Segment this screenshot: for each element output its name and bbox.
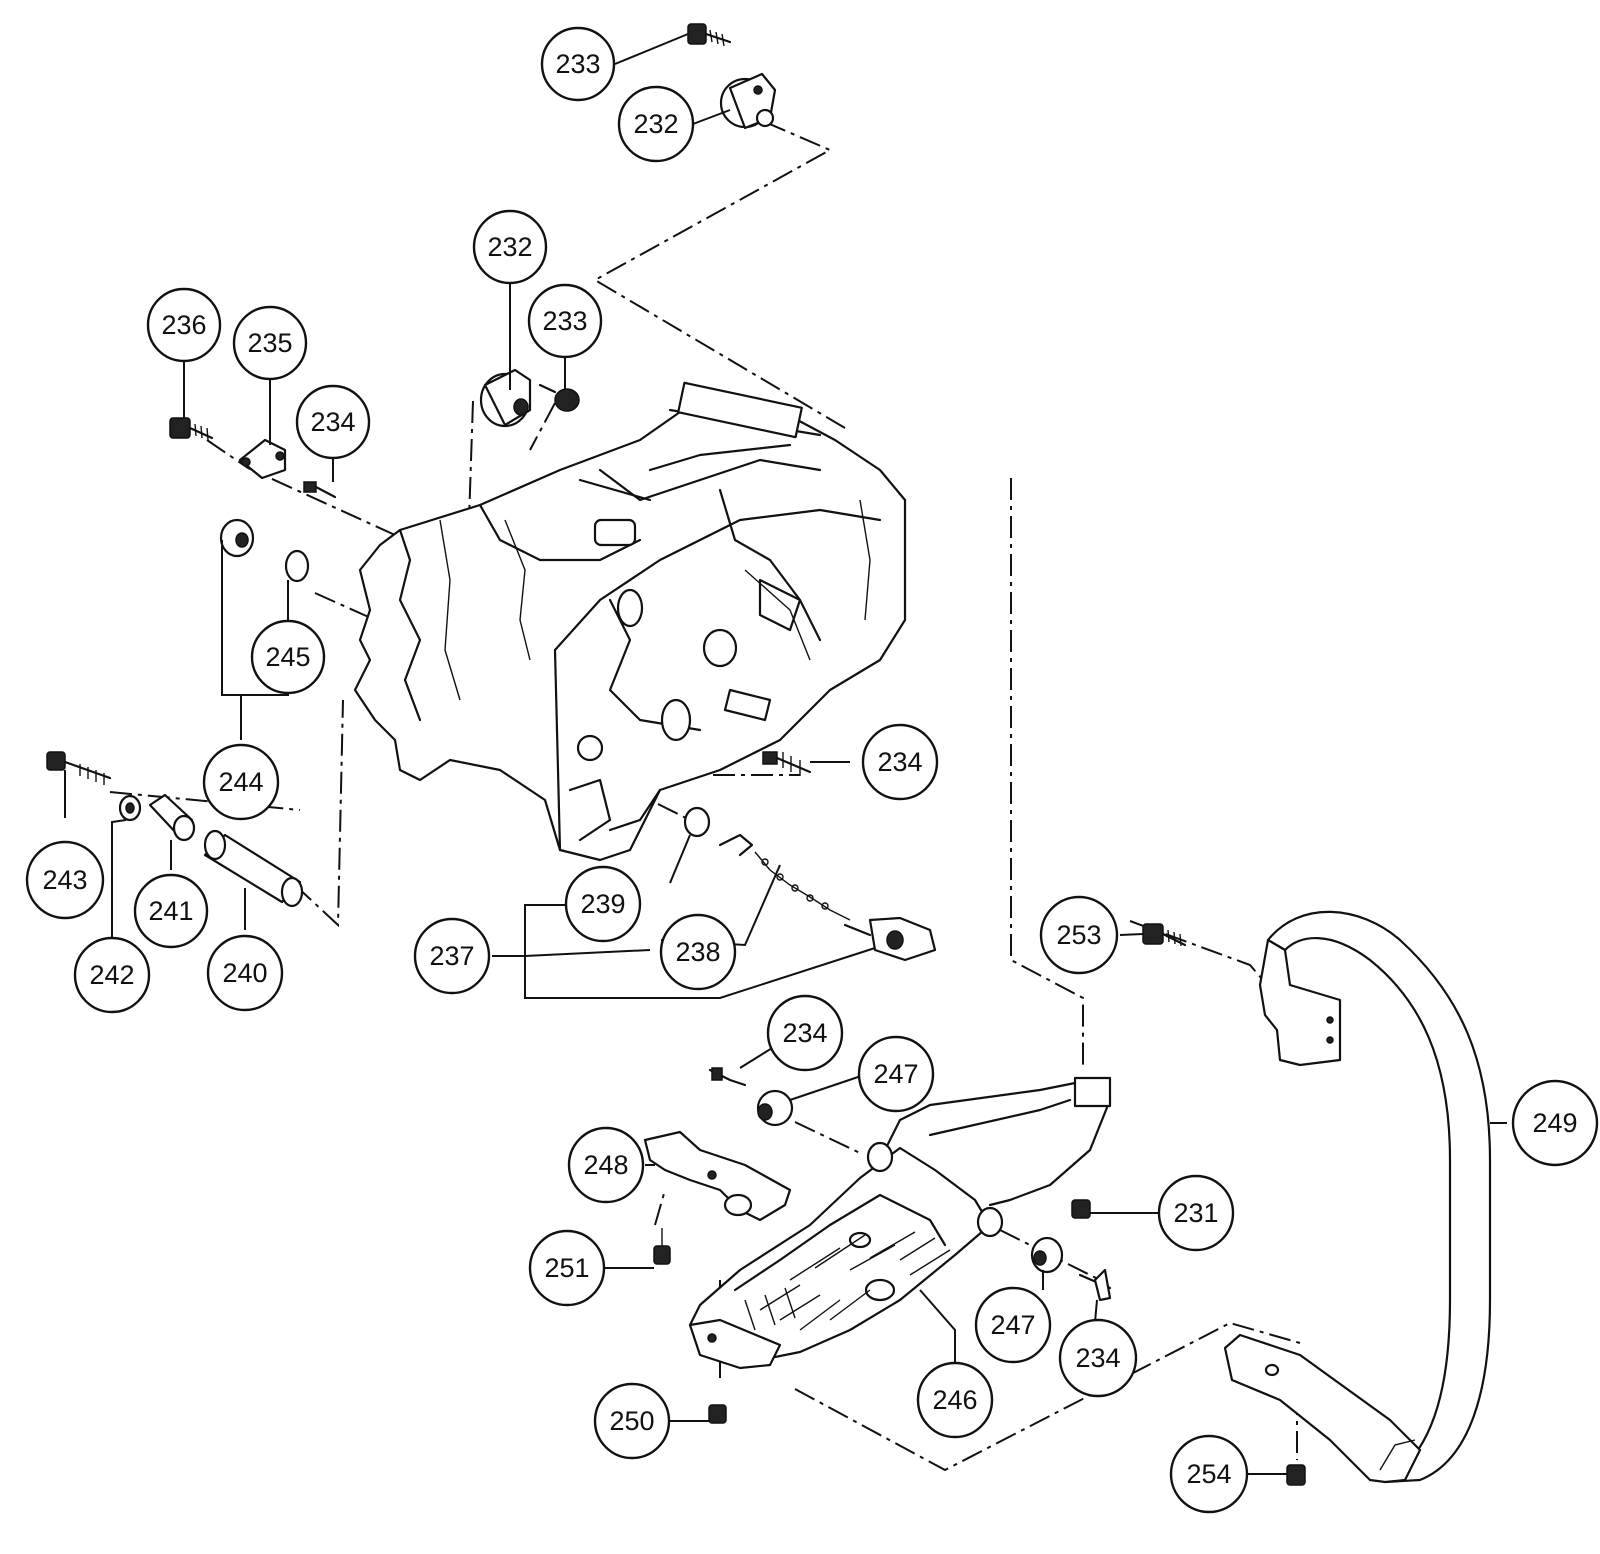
oil-pickup-237 bbox=[843, 916, 937, 962]
svg-text:245: 245 bbox=[265, 642, 310, 672]
top-screw-233 bbox=[687, 23, 732, 47]
callout-240: 240 bbox=[206, 934, 284, 1012]
pin-234-right bbox=[762, 751, 812, 776]
callout-251: 251 bbox=[528, 1229, 606, 1307]
svg-text:235: 235 bbox=[247, 328, 292, 358]
callout-241: 241 bbox=[133, 873, 209, 949]
handle-249 bbox=[1223, 910, 1492, 1484]
screw-236 bbox=[169, 417, 214, 441]
svg-text:241: 241 bbox=[148, 896, 193, 926]
mid-screw-233 bbox=[538, 383, 580, 412]
screw-254 bbox=[1286, 1464, 1306, 1486]
screw-231 bbox=[1071, 1199, 1091, 1219]
screw-250 bbox=[708, 1404, 727, 1424]
callout-234: 234 bbox=[1058, 1318, 1138, 1398]
svg-text:233: 233 bbox=[542, 306, 587, 336]
callout-239: 239 bbox=[564, 865, 642, 943]
tube-240 bbox=[203, 829, 304, 908]
callout-232: 232 bbox=[472, 209, 548, 285]
svg-text:243: 243 bbox=[42, 865, 87, 895]
svg-text:234: 234 bbox=[782, 1018, 827, 1048]
svg-text:231: 231 bbox=[1173, 1198, 1218, 1228]
callout-245: 245 bbox=[250, 619, 326, 695]
callout-243: 243 bbox=[25, 840, 105, 920]
svg-text:233: 233 bbox=[555, 49, 600, 79]
svg-text:247: 247 bbox=[990, 1310, 1035, 1340]
callout-233: 233 bbox=[527, 283, 603, 359]
svg-text:246: 246 bbox=[932, 1385, 977, 1415]
callout-236: 236 bbox=[146, 287, 222, 363]
svg-text:237: 237 bbox=[429, 941, 474, 971]
svg-text:234: 234 bbox=[877, 747, 922, 777]
callout-247: 247 bbox=[974, 1286, 1052, 1364]
svg-text:234: 234 bbox=[1075, 1343, 1120, 1373]
callout-234: 234 bbox=[766, 994, 844, 1072]
svg-text:232: 232 bbox=[633, 109, 678, 139]
pin-234-lower bbox=[1078, 1268, 1112, 1302]
oring-239 bbox=[683, 806, 711, 838]
svg-text:242: 242 bbox=[89, 960, 134, 990]
svg-text:236: 236 bbox=[161, 310, 206, 340]
bolt-243 bbox=[46, 751, 112, 785]
bushing-247-upper bbox=[756, 1089, 794, 1127]
svg-text:247: 247 bbox=[873, 1059, 918, 1089]
callout-246: 246 bbox=[916, 1361, 994, 1439]
callout-231: 231 bbox=[1157, 1174, 1235, 1252]
svg-text:254: 254 bbox=[1186, 1459, 1231, 1489]
svg-text:234: 234 bbox=[310, 407, 355, 437]
svg-text:253: 253 bbox=[1056, 920, 1101, 950]
clip-235 bbox=[238, 438, 287, 480]
bracket-248 bbox=[643, 1130, 792, 1222]
callout-242: 242 bbox=[73, 936, 151, 1014]
callout-254: 254 bbox=[1169, 1434, 1249, 1514]
callout-234: 234 bbox=[295, 384, 371, 460]
bottom-plate-246 bbox=[688, 1076, 1112, 1370]
chain-238 bbox=[718, 833, 851, 921]
callout-249: 249 bbox=[1511, 1079, 1599, 1167]
ring-245 bbox=[284, 549, 310, 583]
callout-233: 233 bbox=[540, 26, 616, 102]
svg-text:251: 251 bbox=[544, 1253, 589, 1283]
svg-text:249: 249 bbox=[1532, 1108, 1577, 1138]
callout-253: 253 bbox=[1039, 895, 1119, 975]
callout-232: 232 bbox=[617, 85, 695, 163]
top-buffer-232 bbox=[719, 72, 777, 130]
callout-235: 235 bbox=[232, 305, 308, 381]
callouts: 233 232 232 233 236 235 234 245 244 234 … bbox=[25, 26, 1599, 1514]
leader-lines bbox=[64, 33, 1507, 1475]
callout-244: 244 bbox=[202, 743, 280, 821]
callout-237: 237 bbox=[413, 917, 491, 995]
callout-238: 238 bbox=[659, 913, 737, 991]
bush-244 bbox=[219, 518, 255, 558]
callout-248: 248 bbox=[567, 1126, 645, 1204]
callout-250: 250 bbox=[593, 1382, 671, 1460]
svg-text:232: 232 bbox=[487, 232, 532, 262]
svg-text:250: 250 bbox=[609, 1406, 654, 1436]
screw-253 bbox=[1142, 923, 1187, 947]
sleeve-241 bbox=[148, 793, 196, 842]
mid-buffer-232 bbox=[479, 368, 532, 428]
pin-234-mid bbox=[708, 1067, 747, 1087]
svg-text:238: 238 bbox=[675, 937, 720, 967]
svg-text:248: 248 bbox=[583, 1150, 628, 1180]
svg-text:244: 244 bbox=[218, 767, 263, 797]
callout-234: 234 bbox=[861, 723, 939, 801]
bushing-247-lower bbox=[1030, 1236, 1064, 1274]
washer-242 bbox=[118, 794, 142, 822]
svg-text:240: 240 bbox=[222, 958, 267, 988]
callout-247: 247 bbox=[857, 1035, 935, 1113]
pin-234-upper bbox=[303, 481, 337, 499]
crankcase-body bbox=[353, 381, 907, 862]
screw-251 bbox=[653, 1228, 671, 1265]
svg-text:239: 239 bbox=[580, 889, 625, 919]
